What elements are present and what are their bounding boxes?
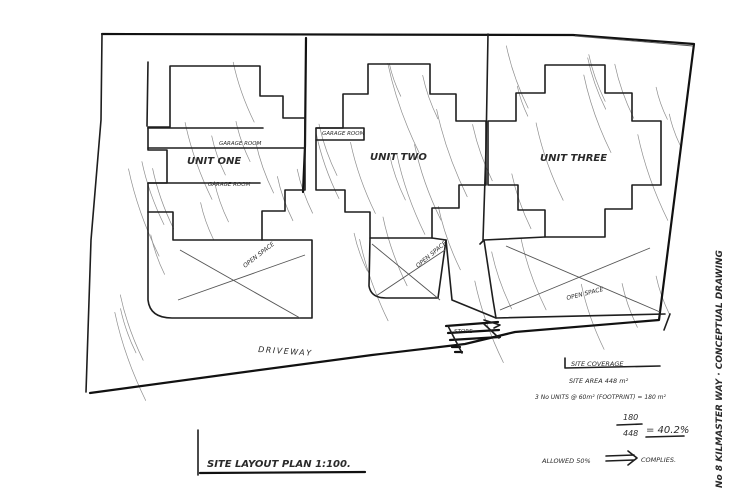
site-area-note: SITE AREA 448 m² — [569, 377, 629, 385]
unit-two-garage — [315, 127, 365, 141]
hatch-stroke — [588, 54, 606, 102]
hatch-stroke — [255, 141, 274, 194]
unit-one-inner — [147, 127, 306, 184]
unit-three-label: UNIT THREE — [540, 153, 607, 164]
hatch-stroke — [637, 134, 669, 221]
garage-room-label-1: GARAGE ROOM — [219, 141, 262, 147]
hatch-stroke — [141, 161, 165, 225]
open-space-boundary-3 — [483, 236, 666, 319]
hatch-stroke — [119, 294, 144, 361]
hatch-stroke — [114, 311, 147, 401]
open-space-diagonal — [177, 243, 661, 319]
hatch-stroke — [387, 62, 420, 154]
hatch-stroke — [506, 45, 529, 109]
allowed-note: ALLOWED 50% — [541, 457, 591, 465]
unit-three-outline — [487, 64, 662, 238]
hatch-stroke — [437, 206, 461, 271]
hatch-stroke — [232, 61, 255, 123]
site-coverage-notes: SITE COVERAGE SITE AREA 448 m² 3 No UNIT… — [535, 357, 689, 466]
hatch-stroke — [211, 135, 226, 176]
hatch-stroke — [128, 168, 160, 257]
hatch-stroke — [414, 144, 442, 221]
hatch-stroke — [668, 113, 681, 146]
footprint-note: 3 No UNITS @ 60m² (FOOTPRINT) = 180 m² — [535, 394, 667, 401]
hatch-stroke — [389, 153, 406, 201]
courtyard-wall — [445, 239, 497, 319]
hatch-stroke — [436, 108, 468, 198]
complies-note: COMPLIES. — [641, 456, 676, 464]
site-coverage-heading: SITE COVERAGE — [571, 360, 624, 368]
hatch-stroke — [614, 63, 635, 119]
hatch-stroke — [350, 141, 376, 214]
hatch-stroke — [396, 153, 426, 235]
hatch-stroke — [621, 283, 638, 328]
fraction-denominator: 448 — [623, 429, 638, 438]
fraction-numerator: 180 — [623, 413, 638, 422]
hatch-stroke — [213, 180, 229, 223]
hatch-stroke — [353, 232, 368, 272]
hatch-stroke — [474, 280, 504, 363]
unit-one-outline — [147, 65, 306, 241]
hatch-stroke — [184, 122, 213, 200]
open-space-boundary-1 — [147, 211, 313, 319]
hatch-stroke — [315, 133, 340, 199]
store-label: STORE — [454, 329, 473, 335]
hatch-stroke — [511, 173, 532, 230]
hatch-stroke — [359, 238, 389, 322]
driveway-label: DRIVEWAY — [258, 345, 313, 358]
garage-room-label-2: GARAGE ROOM — [208, 182, 251, 188]
hatch-stroke — [516, 85, 529, 117]
hatch-stroke — [277, 176, 294, 222]
hatch-stroke — [382, 216, 408, 287]
plan-title: SITE LAYOUT PLAN 1:100. — [207, 459, 351, 470]
hatch-stroke — [655, 86, 668, 120]
title-block: SITE LAYOUT PLAN 1:100. — [197, 429, 367, 476]
hatch-stroke — [235, 121, 251, 162]
hatch-stroke — [150, 234, 165, 275]
hatch-stroke — [120, 308, 137, 354]
hatch-stroke — [583, 74, 612, 153]
garage-room-label-3: GARAGE ROOM — [322, 131, 365, 137]
unit-two-outline — [315, 63, 487, 239]
hatch-stroke — [472, 124, 493, 182]
store-stairs — [444, 319, 502, 354]
implies-arrow — [605, 450, 638, 466]
hatch-stroke — [152, 168, 175, 230]
unit-one-label: UNIT ONE — [187, 156, 241, 167]
hatch-stroke — [491, 251, 513, 310]
side-note-address: No 8 KILMASTER WAY · CONCEPTUAL DRAWING — [715, 250, 725, 488]
hatch-stroke — [422, 75, 439, 120]
hatch-stroke — [580, 283, 605, 350]
site-boundary — [85, 32, 696, 395]
open-space-boundary-2 — [368, 237, 447, 299]
unit-dividers — [146, 33, 489, 241]
hatch-stroke — [535, 122, 564, 201]
open-space-label-1: OPEN SPACE — [242, 241, 276, 270]
hatch-stroke — [520, 237, 547, 311]
ground-hatching — [114, 45, 681, 401]
hatch-stroke — [200, 202, 214, 240]
hatch-stroke — [587, 57, 607, 110]
unit-two-label: UNIT TWO — [370, 152, 427, 163]
coverage-result: = 40.2% — [646, 425, 689, 436]
hatch-stroke — [388, 63, 402, 97]
